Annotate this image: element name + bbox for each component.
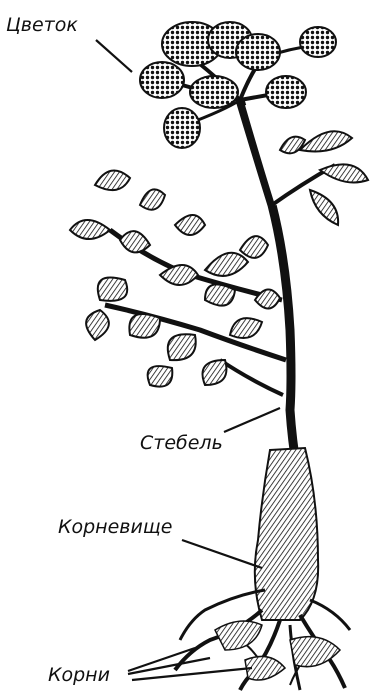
main-stem xyxy=(240,100,297,470)
label-stem: Стебель xyxy=(140,432,223,454)
rhizome xyxy=(255,448,318,620)
leader-line-stem xyxy=(224,408,280,432)
label-rhizome: Корневище xyxy=(58,516,172,538)
label-flower: Цветок xyxy=(6,14,78,36)
leaves xyxy=(70,131,368,386)
flower-clusters xyxy=(140,22,336,148)
leader-line-flower xyxy=(96,40,132,72)
leader-line-rhizome xyxy=(182,540,262,568)
label-roots: Корни xyxy=(48,664,110,686)
